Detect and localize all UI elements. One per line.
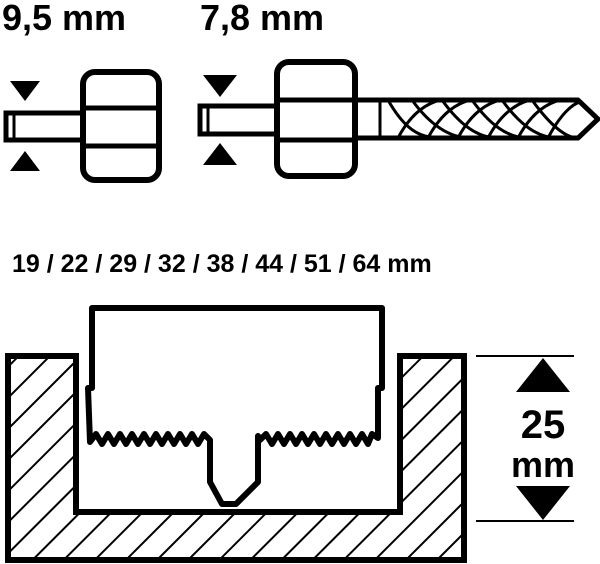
workpiece-cross-section — [5, 353, 467, 563]
adapter-7-8mm — [197, 59, 600, 179]
arrow-up-icon — [203, 143, 237, 165]
depth-value: 25 — [521, 403, 566, 447]
hole-saw-sizes: 19 / 22 / 29 / 32 / 38 / 44 / 51 / 64 mm — [12, 250, 432, 278]
arrow-down-icon — [10, 81, 40, 101]
shank-label-9-5: 9,5 mm — [2, 0, 126, 38]
hole-saw — [85, 305, 385, 507]
shank — [197, 103, 289, 137]
arrow-down-icon — [516, 486, 570, 520]
adapter-9-5mm — [3, 69, 162, 183]
drill-bit — [347, 97, 600, 141]
depth-dimension: 25 mm — [476, 355, 575, 522]
arrow-down-icon — [203, 75, 237, 97]
arrow-up-icon — [516, 358, 570, 392]
depth-unit: mm — [511, 444, 575, 485]
shank — [3, 110, 89, 143]
hex-nut — [80, 69, 162, 183]
arrow-up-icon — [10, 151, 40, 171]
hex-nut — [274, 59, 358, 179]
shank-label-7-8: 7,8 mm — [200, 0, 324, 38]
